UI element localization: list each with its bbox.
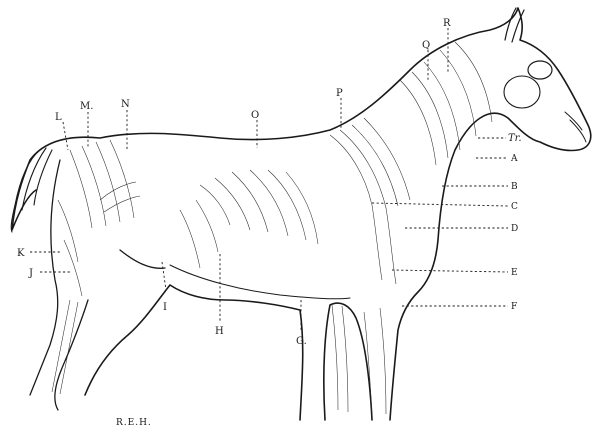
label-O: O [251,110,259,121]
artist-signature: R.E.H. [116,418,152,428]
cheek-muscle [503,75,541,109]
label-K: K [17,248,25,259]
label-I: I [163,302,167,313]
label-P: P [336,88,343,99]
shoulder-hatching [329,41,493,285]
label-N: N [121,99,130,110]
label-L: L [55,112,62,123]
leader-L [62,121,69,151]
label-R: R [443,18,451,29]
label-C: C [511,202,518,212]
horse-outline [11,7,592,421]
leader-C [371,202,509,207]
label-F: F [511,302,517,312]
label-G: G. [296,336,307,347]
label-A: A [510,154,518,164]
leg-hatching [51,299,387,415]
label-E: E [511,268,518,278]
label-Q: Q [422,40,430,51]
label-M: M. [80,101,93,112]
label-D: D [511,224,518,234]
leader-I [161,261,167,291]
horse-illustration [10,7,592,421]
rib-hatching [179,169,319,269]
tail [10,147,53,233]
label-Tr: Tr. [508,133,522,144]
hindquarter-hatching [57,139,141,297]
leader-E [391,269,509,273]
label-H: H [215,326,224,337]
hind-leg-outline [29,159,166,411]
muzzle [564,111,587,143]
belly-line [169,264,351,300]
label-J: J [28,268,33,279]
labels: R Q Tr. A B C D E F P O N M. L K J [17,18,522,347]
ears [504,7,525,43]
eye [527,60,553,80]
label-B: B [511,182,518,192]
